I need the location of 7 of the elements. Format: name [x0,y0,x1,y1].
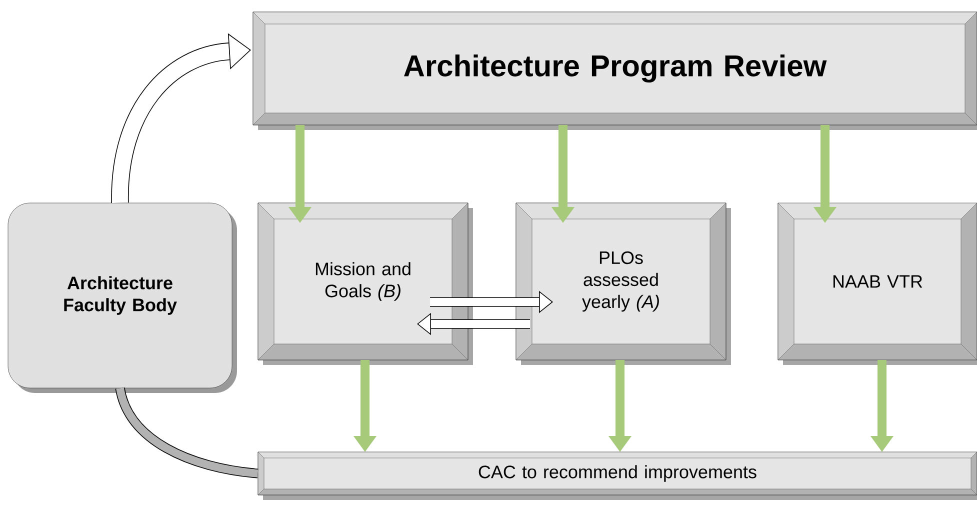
curved-arrow [111,33,251,204]
rounded-box: Architecture Faculty Body [8,202,237,393]
bevel-box: Mission and Goals (B) [258,202,473,365]
bevel-box: PLOs assessed yearly (A) [516,202,731,365]
bevel-box: CAC to recommend improvements [258,452,977,500]
bevel-box: Architecture Program Review [252,12,977,130]
bevel-box: NAAB VTR [778,202,977,365]
